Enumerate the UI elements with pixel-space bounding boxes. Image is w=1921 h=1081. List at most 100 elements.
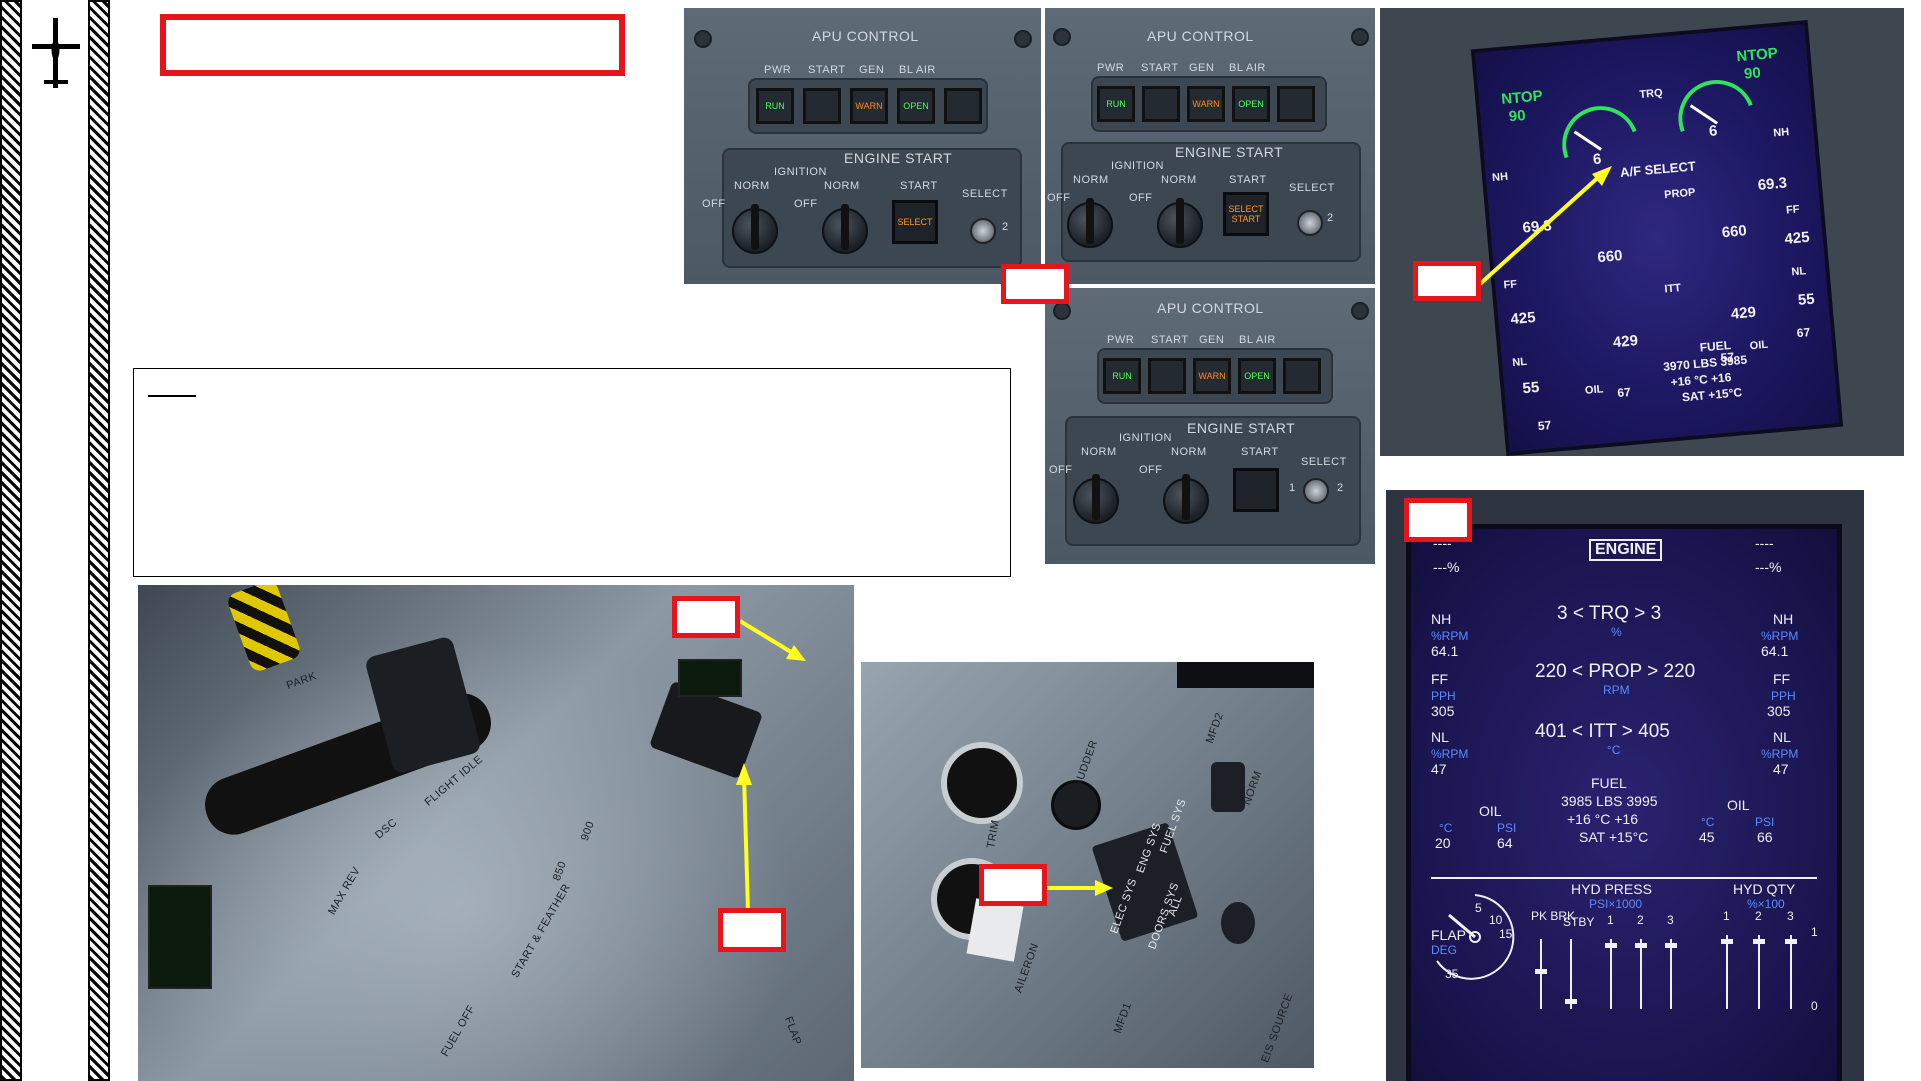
nl-right-value: 47 [1773, 761, 1789, 777]
qty-scale-bottom: 0 [1811, 999, 1818, 1013]
callout-box-apu [1001, 264, 1069, 304]
apu-pwr-button[interactable]: RUN [756, 88, 794, 124]
qty-col-3: 3 [1787, 909, 1794, 923]
flap-mark-15: 15 [1499, 927, 1513, 941]
callout-box-throttle-top [672, 596, 740, 638]
apu-spare-button[interactable] [1283, 358, 1321, 394]
oil-left-c: °C [1439, 821, 1453, 835]
apu-control-title: APU CONTROL [1157, 300, 1264, 316]
oil-right-press: 66 [1757, 829, 1773, 845]
off-2-label: OFF [1139, 464, 1163, 476]
norm-1-label: NORM [734, 180, 770, 192]
ff-right-value: 305 [1767, 703, 1791, 719]
apu-control-title: APU CONTROL [812, 28, 919, 44]
flap-mark-35: 35 [1445, 967, 1459, 981]
engine-display-screen: NTOP 90 NTOP 90 TRQ 6 6 A/F SELECT NH 69… [1470, 20, 1844, 456]
mfd2-switch[interactable] [1211, 762, 1245, 812]
off-2-label: OFF [794, 198, 818, 210]
engine-select-button[interactable]: SELECT [892, 200, 938, 244]
norm-2-label: NORM [824, 180, 860, 192]
ignition-label: IGNITION [774, 166, 827, 178]
press-col-3: 3 [1667, 913, 1674, 927]
trq-row: 3 < TRQ > 3 [1557, 603, 1662, 624]
throttle-quadrant-photo: PARK FLIGHT IDLE DSC MAX REV START & FEA… [138, 585, 854, 1081]
rudder-trim-dial[interactable] [941, 742, 1023, 824]
engine-page-title: ENGINE [1589, 539, 1663, 561]
select-label: SELECT [962, 188, 1008, 200]
apu-pwr-button[interactable]: RUN [1097, 86, 1135, 122]
ignition-knob-2[interactable] [1163, 474, 1209, 524]
apu-start-button[interactable] [803, 88, 841, 124]
apu-start-button[interactable] [1142, 86, 1180, 122]
engine-start-plate [1061, 142, 1361, 262]
hyd-qty-unit: %×100 [1747, 897, 1785, 911]
press-col-2: 2 [1637, 913, 1644, 927]
nl-right-unit: %RPM [1761, 747, 1799, 761]
start-label: START [808, 64, 846, 76]
apu-engine-start-panel-2: APU CONTROL PWR START GEN BL AIR RUN WAR… [1045, 8, 1375, 284]
bl-air-label: BL AIR [899, 64, 936, 76]
pwr-label: PWR [1097, 62, 1125, 74]
nh-right-value: 64.1 [1761, 643, 1789, 659]
apu-spare-button[interactable] [944, 88, 982, 124]
ignition-knob-2[interactable] [822, 204, 868, 254]
apu-bl-air-button[interactable]: OPEN [1232, 86, 1270, 122]
apu-pwr-button[interactable]: RUN [1103, 358, 1141, 394]
oil-right-temp: 45 [1699, 829, 1715, 845]
overhead-dark-area [1177, 662, 1314, 688]
apu-gen-button[interactable]: WARN [1187, 86, 1225, 122]
callout-box-engine-page [1404, 498, 1472, 542]
itt-unit: °C [1607, 743, 1621, 757]
ignition-knob-2[interactable] [1157, 198, 1203, 248]
apu-bl-air-button[interactable]: OPEN [1238, 358, 1276, 394]
apu-spare-button[interactable] [1277, 86, 1315, 122]
flap-unit: DEG [1431, 943, 1458, 957]
hyd-press-label: HYD PRESS [1571, 881, 1652, 897]
ignition-knob-1[interactable] [1067, 198, 1113, 248]
overhead-arrow [1045, 880, 1113, 896]
rudder-knob[interactable] [1051, 780, 1101, 830]
engine-select-toggle[interactable] [970, 218, 996, 244]
apu-gen-button[interactable]: WARN [850, 88, 888, 124]
nh-left-unit: %RPM [1431, 629, 1469, 643]
off-2-label: OFF [1129, 192, 1153, 204]
trq-unit: % [1611, 625, 1622, 639]
oil-left-press: 64 [1497, 835, 1513, 851]
ignition-knob-1[interactable] [732, 204, 778, 254]
apu-bl-air-button[interactable]: OPEN [897, 88, 935, 124]
itt-row: 401 < ITT > 405 [1535, 721, 1670, 742]
nh-right-label: NH [1773, 611, 1794, 627]
apu-start-button[interactable] [1148, 358, 1186, 394]
apu-gen-button[interactable]: WARN [1193, 358, 1231, 394]
press-col-1: 1 [1607, 913, 1614, 927]
engine-select-toggle[interactable] [1303, 478, 1329, 504]
stby-label: STBY [1563, 915, 1595, 929]
eis-source-knob[interactable] [1221, 902, 1255, 944]
left-cdu-screen [148, 885, 212, 989]
ignition-knob-1[interactable] [1073, 474, 1119, 524]
engine-start-title: ENGINE START [1175, 144, 1284, 160]
off-1-label: OFF [1047, 192, 1071, 204]
dashes-right: ---- [1755, 535, 1774, 551]
apu-control-title: APU CONTROL [1147, 28, 1254, 44]
nl-right-label: NL [1773, 729, 1791, 745]
flap-gauge [1436, 894, 1515, 980]
prop-unit: RPM [1603, 683, 1630, 697]
notes-short-rule [148, 395, 196, 397]
gen-label: GEN [859, 64, 885, 76]
engine-display-photo: NTOP 90 NTOP 90 TRQ 6 6 A/F SELECT NH 69… [1380, 8, 1904, 456]
engine-select-toggle[interactable] [1297, 210, 1323, 236]
bl-air-label: BL AIR [1239, 334, 1276, 346]
prop-row: 220 < PROP > 220 [1535, 661, 1696, 682]
ff-right-label: FF [1773, 671, 1791, 687]
engine-start-title: ENGINE START [1187, 420, 1296, 436]
callout-box-overhead [979, 864, 1047, 906]
throttle-arrows [736, 619, 806, 912]
start-label-2: START [900, 180, 938, 192]
start-label: START [1151, 334, 1189, 346]
overhead-panel-photo: RUDDER ENG SYS FUEL SYS ELEC SYS DOORS S… [861, 662, 1314, 1068]
ignition-label: IGNITION [1111, 160, 1164, 172]
pos-2-label: 2 [1002, 221, 1009, 233]
engine-start-button[interactable] [1233, 468, 1279, 512]
